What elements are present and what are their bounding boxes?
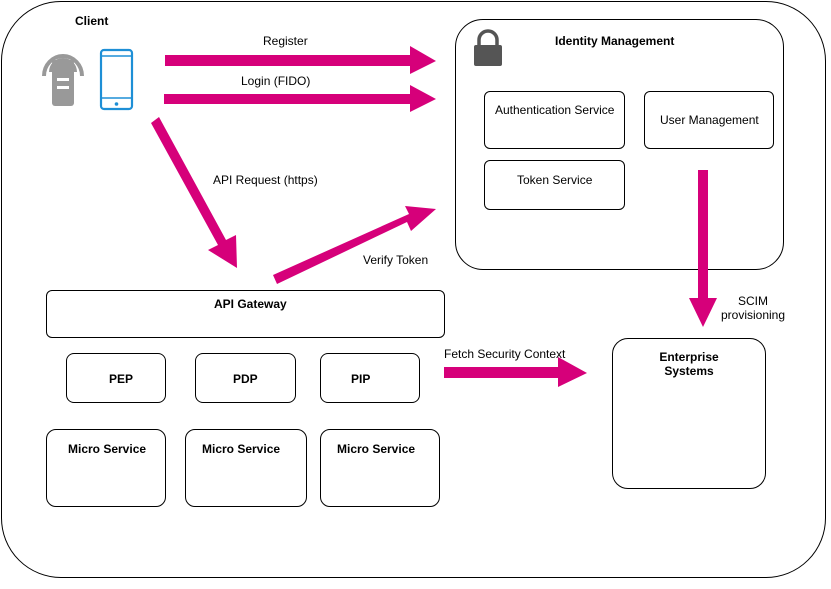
scim-edge-label-line1: SCIM: [738, 294, 768, 308]
api-request-edge-label: API Request (https): [213, 173, 318, 187]
micro-service-box-3: [320, 429, 440, 507]
scim-edge-label-line2: provisioning: [720, 308, 786, 322]
register-edge-label: Register: [263, 34, 308, 48]
micro-service-label-3: Micro Service: [337, 442, 416, 456]
token-service-label: Token Service: [517, 173, 593, 187]
user-management-label: User Management: [660, 113, 759, 127]
client-title: Client: [75, 14, 109, 28]
pep-label: PEP: [109, 372, 134, 386]
user-management-box: [644, 91, 774, 149]
micro-service-box-1: [46, 429, 166, 507]
enterprise-systems-title-line1: Enterprise: [659, 350, 719, 364]
enterprise-systems-title-line2: Systems: [664, 364, 714, 378]
pip-label: PIP: [351, 372, 371, 386]
token-service-box: [484, 160, 625, 210]
pdp-box: [195, 353, 296, 403]
security-key-icon: [42, 54, 84, 106]
identity-management-title: Identity Management: [555, 34, 675, 48]
lock-icon: [474, 29, 502, 66]
pip-box: [320, 353, 420, 403]
authentication-service-box: [484, 91, 625, 149]
micro-service-label-1: Micro Service: [68, 442, 147, 456]
api-gateway-box: [46, 290, 445, 338]
pdp-label: PDP: [233, 372, 258, 386]
api-gateway-title: API Gateway: [214, 297, 287, 311]
micro-service-box-2: [185, 429, 307, 507]
pep-box: [66, 353, 166, 403]
fetch-context-edge-label: Fetch Security Context: [444, 347, 566, 361]
micro-service-label-2: Micro Service: [202, 442, 281, 456]
fetch-context-arrow: [444, 357, 587, 387]
login-edge-label: Login (FIDO): [241, 74, 311, 88]
enterprise-systems-box: [612, 338, 766, 489]
verify-token-edge-label: Verify Token: [363, 253, 429, 267]
register-arrow: [165, 46, 436, 74]
scim-arrow: [689, 170, 717, 327]
api-request-arrow: [151, 117, 237, 268]
verify-token-arrow: [273, 206, 436, 284]
mobile-phone-icon: [99, 48, 134, 111]
authentication-service-label: Authentication Service: [495, 103, 615, 117]
login-arrow: [164, 85, 436, 112]
